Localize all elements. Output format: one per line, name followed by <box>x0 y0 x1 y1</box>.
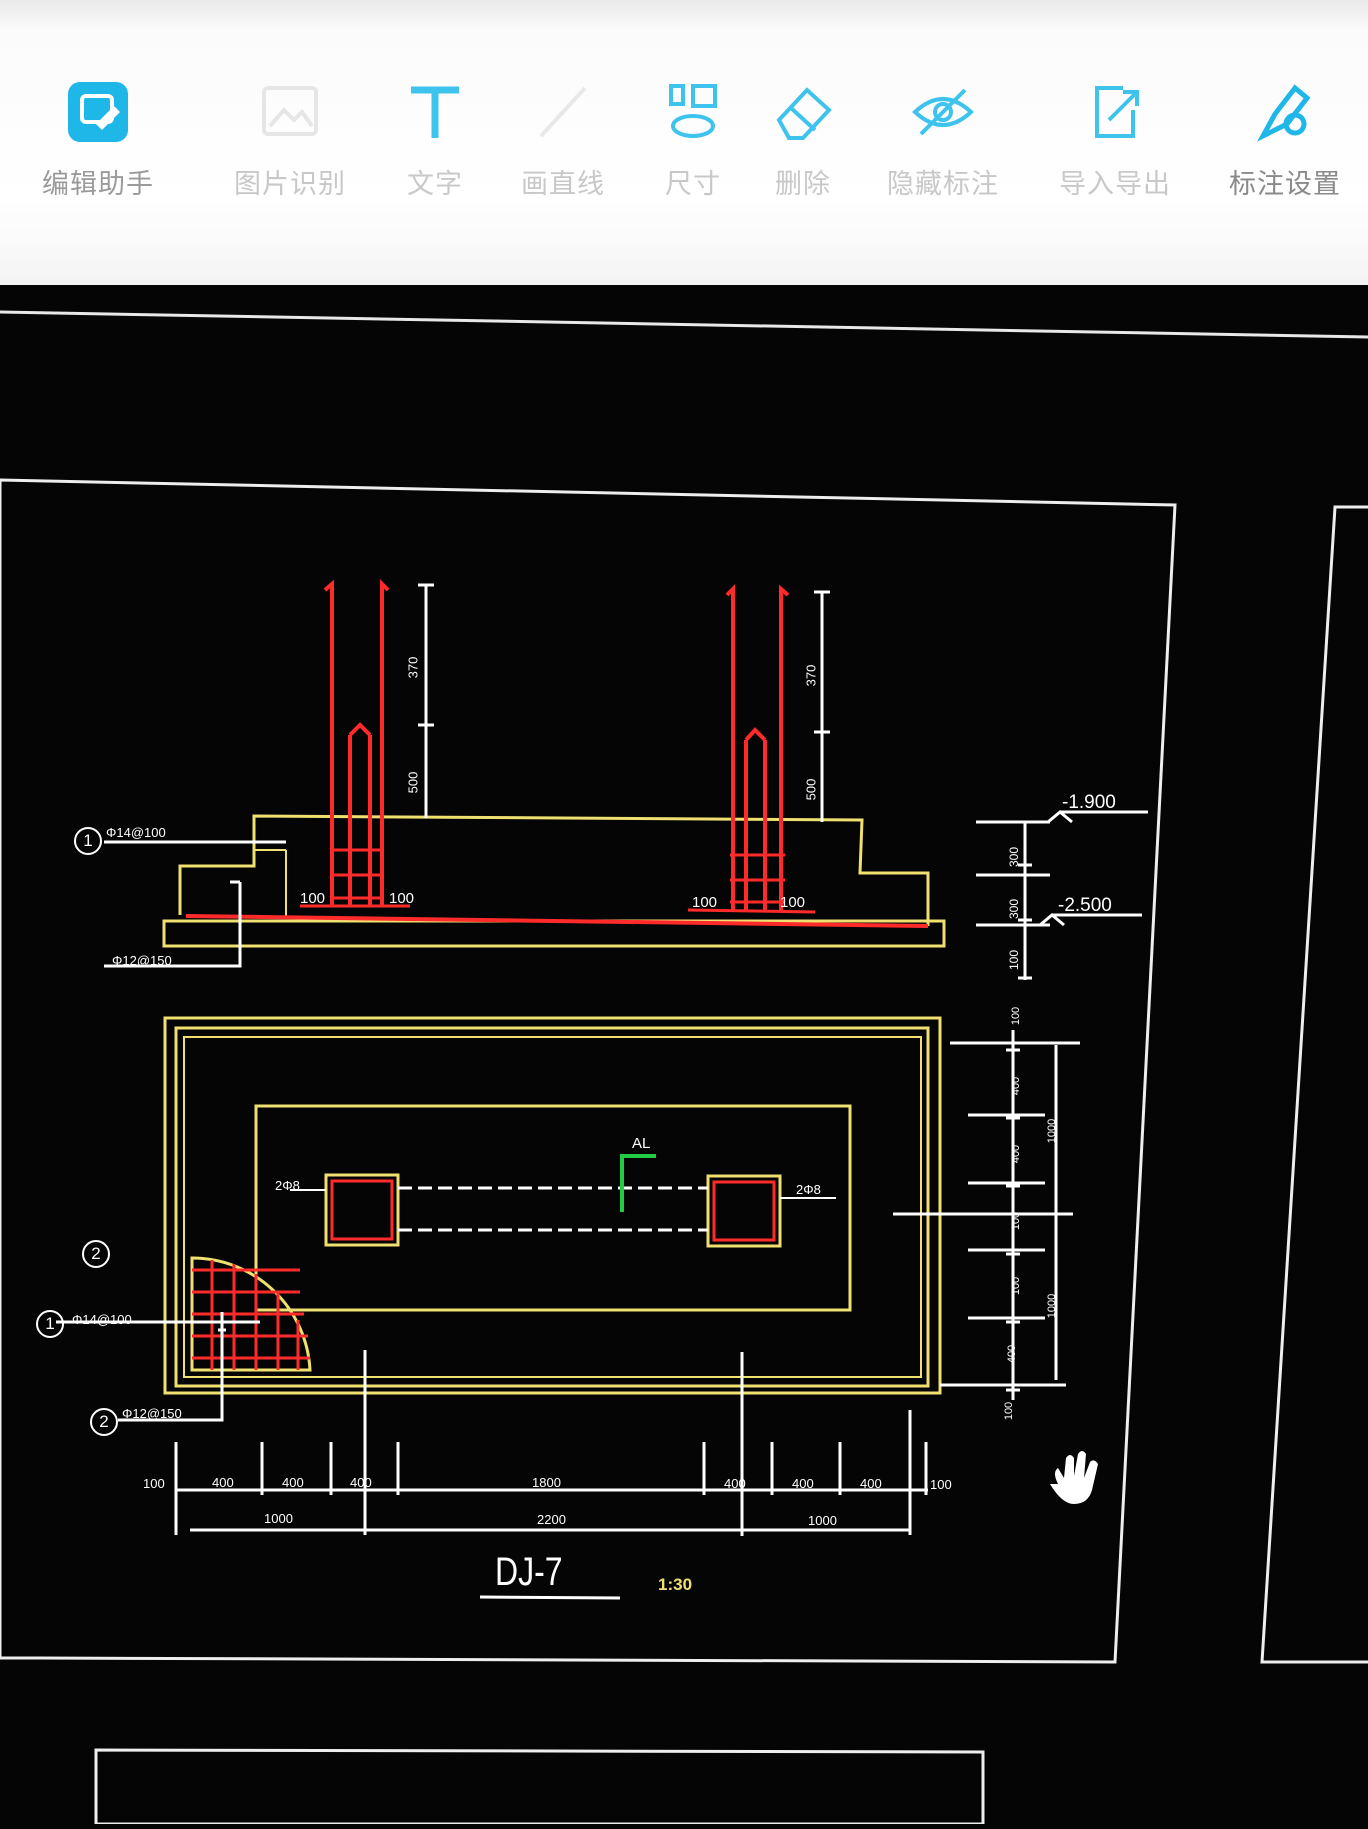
elevation-label: -2.500 <box>1058 895 1112 916</box>
tool-image-recognition[interactable]: 图片识别 <box>215 80 365 230</box>
dimension-total: 2200 <box>537 1512 566 1527</box>
callout-marker: 1 <box>36 1310 64 1338</box>
dimension-label: 400 <box>860 1476 882 1491</box>
tool-delete[interactable]: 删除 <box>728 80 878 230</box>
dimension-label: 400 <box>1010 1076 1023 1096</box>
annotation-settings-icon <box>1256 84 1311 142</box>
callout-text: Φ14@100 <box>72 1312 132 1327</box>
dimension-label: 100 <box>1010 1211 1023 1231</box>
dimension-label: 100 <box>1010 1276 1023 1296</box>
tool-label: 删除 <box>775 169 831 200</box>
section-label: 100 <box>692 894 718 911</box>
adjacent-sheet-frame <box>1260 505 1368 1664</box>
rebar-label: 2Φ8 <box>275 1178 300 1193</box>
rebar-label: 2Φ8 <box>796 1182 821 1197</box>
dimension-total: 1000 <box>1046 1118 1059 1144</box>
dimension-label: 100 <box>1010 1006 1023 1026</box>
callout-text: Φ14@100 <box>106 825 166 840</box>
callout-text: Φ12@150 <box>122 1406 182 1421</box>
dimension-label: 400 <box>282 1475 304 1490</box>
dimension-label: 400 <box>792 1476 814 1491</box>
dimension-total: 1000 <box>264 1511 293 1526</box>
section-label: 100 <box>780 894 806 911</box>
tool-annotation-settings[interactable]: 标注设置 <box>1210 80 1360 230</box>
tool-dimension[interactable]: 尺寸 <box>618 80 768 230</box>
tool-draw-line[interactable]: 画直线 <box>488 80 638 230</box>
pan-hand-cursor-icon[interactable] <box>1050 1451 1098 1504</box>
dimension-label: 400 <box>350 1475 372 1490</box>
eraser-icon <box>776 87 832 140</box>
dimension-label: 500 <box>803 778 819 801</box>
drawing-title: DJ-7 <box>495 1550 563 1594</box>
callout-marker: 2 <box>90 1408 118 1436</box>
axis-label: AL <box>632 1135 651 1152</box>
dimension-icon <box>669 84 717 138</box>
edit-assistant-icon <box>68 82 128 142</box>
dimension-label: 400 <box>724 1476 746 1491</box>
dimension-label: 300 <box>1007 846 1022 868</box>
annotation-toolbar: 编辑助手 图片识别 文字 画直线 尺寸 删除 <box>0 0 1368 285</box>
dimension-label: 400 <box>1010 1144 1023 1164</box>
tool-label: 隐藏标注 <box>887 169 999 200</box>
dimension-total: 1000 <box>1046 1293 1059 1319</box>
dimension-label: 370 <box>405 656 421 679</box>
elevation-label: -1.900 <box>1062 792 1116 813</box>
sheet-frame <box>0 478 1177 1664</box>
tool-label: 编辑助手 <box>42 169 154 200</box>
tool-label: 导入导出 <box>1059 169 1171 200</box>
tool-label: 标注设置 <box>1229 169 1341 200</box>
dimension-label: 100 <box>143 1476 165 1491</box>
dimension-label: 100 <box>1003 1401 1016 1421</box>
drawing-labels: DJ-7 1:30 -1.900 -2.500 1 Φ14@100 2 Φ12@… <box>0 285 1368 1824</box>
tool-label: 文字 <box>407 169 463 200</box>
cad-drawing <box>0 285 1368 1826</box>
frame-top-line <box>0 310 1368 339</box>
dimension-label: 1800 <box>532 1475 561 1490</box>
tool-import-export[interactable]: 导入导出 <box>1040 80 1190 230</box>
dimension-label: 100 <box>930 1477 952 1492</box>
tool-label: 图片识别 <box>234 169 346 200</box>
dimension-label: 400 <box>212 1475 234 1490</box>
plan-view <box>56 1016 1080 1536</box>
dimension-label: 500 <box>405 771 421 794</box>
callout-marker: 1 <box>74 827 102 855</box>
text-icon <box>411 86 459 138</box>
image-recognition-icon <box>262 86 318 136</box>
hide-annotation-icon <box>912 88 974 136</box>
section-view <box>104 579 1148 980</box>
callout-text: Φ12@150 <box>112 953 172 968</box>
line-icon <box>539 86 587 138</box>
tool-edit-assistant[interactable]: 编辑助手 <box>23 80 173 230</box>
import-export-icon <box>1095 86 1139 138</box>
section-label: 100 <box>300 890 326 907</box>
dimension-label: 300 <box>1007 898 1022 920</box>
tool-hide-annotation[interactable]: 隐藏标注 <box>868 80 1018 230</box>
title-underline <box>479 1595 621 1600</box>
section-label: 100 <box>389 890 415 907</box>
tool-label: 尺寸 <box>665 169 721 200</box>
dimension-label: 400 <box>1006 1344 1019 1364</box>
callout-marker: 2 <box>82 1240 110 1268</box>
dimension-label: 370 <box>803 664 819 687</box>
drawing-scale: 1:30 <box>658 1575 693 1594</box>
tool-text[interactable]: 文字 <box>360 80 510 230</box>
dimension-label: 100 <box>1007 949 1022 971</box>
cad-drawing-canvas[interactable]: DJ-7 1:30 -1.900 -2.500 1 Φ14@100 2 Φ12@… <box>0 285 1368 1826</box>
tool-label: 画直线 <box>521 169 605 200</box>
dimension-total: 1000 <box>808 1513 837 1528</box>
